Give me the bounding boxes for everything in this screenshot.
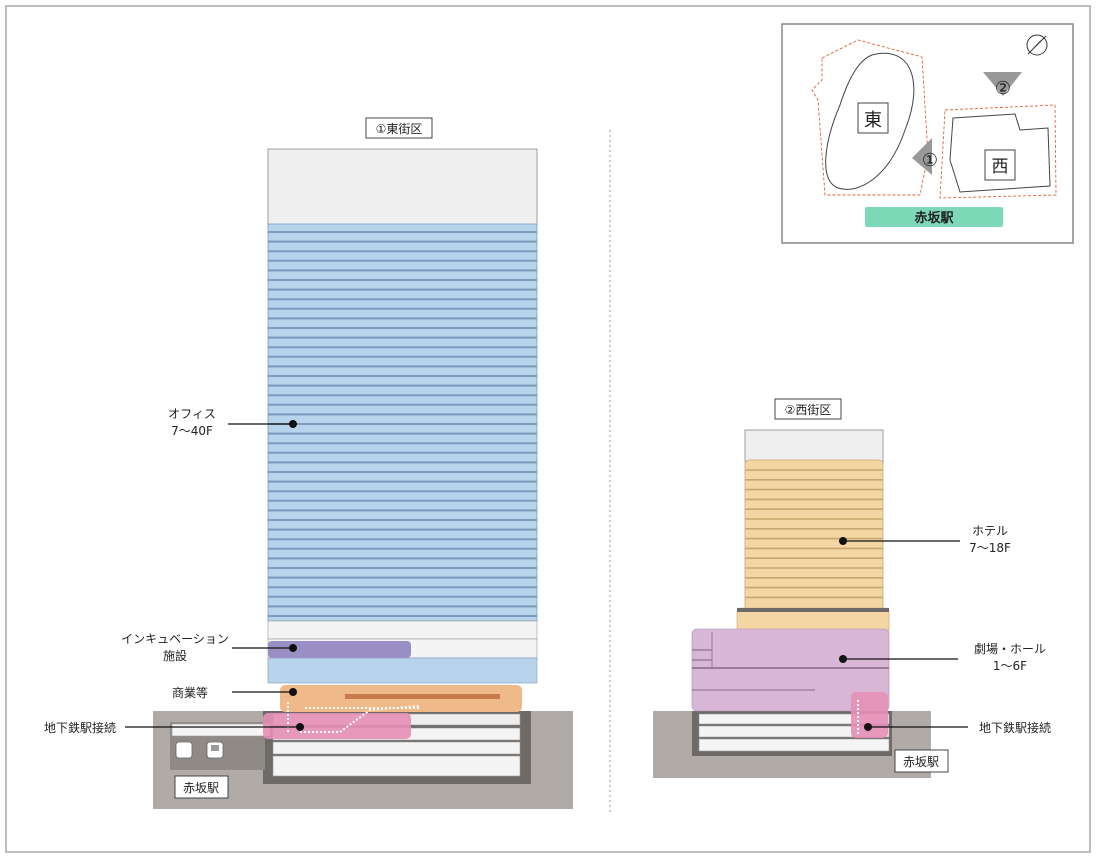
inset-marker-1: ① xyxy=(922,150,938,171)
east-building-outline xyxy=(825,52,915,190)
west-subway-label: 地下鉄駅接続 xyxy=(979,720,1051,735)
office-label: オフィス xyxy=(168,407,216,421)
commercial-label: 商業等 xyxy=(172,685,208,700)
west-station-label: 赤坂駅 xyxy=(903,755,939,769)
incubation-label: インキュベーション xyxy=(121,632,229,646)
west-building-outline xyxy=(949,113,1051,193)
east-roof xyxy=(267,148,538,226)
east-office-block xyxy=(267,223,538,622)
inset-map: 東 西 ① ② 赤坂駅 xyxy=(781,23,1074,244)
theater-floors: 1～6F xyxy=(993,659,1027,673)
west-title-box xyxy=(774,398,842,420)
hotel-floor-lines xyxy=(745,469,883,599)
theater-label: 劇場・ホール xyxy=(974,642,1046,656)
train-icon xyxy=(175,741,193,759)
inset-frame xyxy=(781,23,1074,244)
east-station-box xyxy=(174,775,229,799)
inset-station-bar xyxy=(865,207,1003,227)
inset-station-label: 赤坂駅 xyxy=(914,210,954,226)
west-subway-connection xyxy=(851,692,888,738)
west-block: ②西街区 ホテル 7～18F 劇場・ホール 1～6F 地下鉄駅接続 赤坂駅 xyxy=(653,398,1051,778)
west-station-box xyxy=(894,749,949,773)
inset-east-label: 東 xyxy=(864,110,882,131)
east-title: ①東街区 xyxy=(376,122,423,136)
office-floors: 7～40F xyxy=(171,424,213,438)
arrow-icon xyxy=(912,138,932,175)
west-roof xyxy=(744,429,884,463)
west-site-outline xyxy=(939,104,1057,199)
north-arrow-icon xyxy=(1026,34,1048,56)
east-block: ①東街区 オフィス 7～40F インキュベーション 施設 商業等 地下鉄駅接続 … xyxy=(44,117,573,809)
office-floor-lines xyxy=(268,231,537,617)
east-site-outline xyxy=(811,39,929,196)
hotel-floors: 7～18F xyxy=(969,541,1011,555)
east-incubation-block xyxy=(268,641,411,658)
east-subway-label: 地下鉄駅接続 xyxy=(44,720,116,735)
inset-west-label: 西 xyxy=(992,157,1009,177)
west-title: ②西街区 xyxy=(785,403,832,417)
incubation-label-2: 施設 xyxy=(163,648,187,663)
east-station-label: 赤坂駅 xyxy=(183,781,219,795)
east-subway-connection xyxy=(263,713,411,739)
arrow-icon xyxy=(983,72,1022,96)
inset-marker-2: ② xyxy=(995,78,1011,99)
hotel-label: ホテル xyxy=(972,524,1008,538)
east-title-box xyxy=(365,117,433,139)
